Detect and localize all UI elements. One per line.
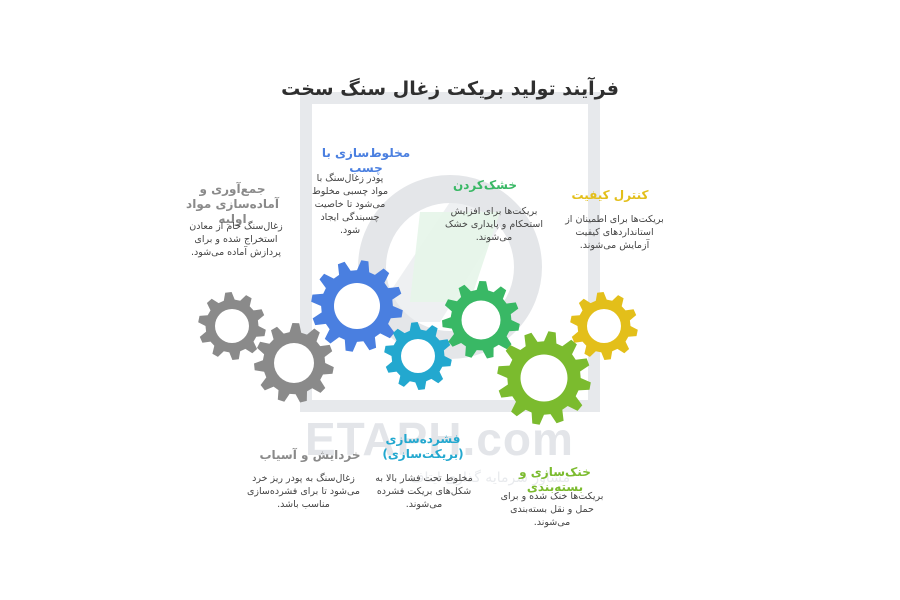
watermark-subtitle: مشاور سرمایه گذاری ایتاف	[410, 470, 571, 486]
stage-title-mixing: مخلوط‌سازی با چسب	[321, 146, 411, 175]
gear-hole-mixing	[334, 283, 380, 329]
stage-title-compression: فشرده‌سازی (بریکت‌سازی)	[382, 432, 464, 461]
gear-hole-raw-material	[215, 309, 249, 343]
gear-compression	[384, 322, 452, 390]
stage-title-quality-control: کنترل کیفیت	[571, 188, 649, 202]
stage-desc-drying: بریکت‌ها برای افزایش استحکام و پایداری خ…	[445, 206, 543, 243]
gear-drying	[442, 281, 520, 359]
stage-title-crushing: خردایش و آسیاب	[259, 448, 361, 462]
stage-desc-compression: مخلوط تحت فشار بالا به شکل‌های بریکت فشر…	[375, 473, 473, 510]
gear-hole-quality-control	[587, 309, 621, 343]
gear-mixing	[311, 260, 403, 352]
stage-title-raw-material: جمع‌آوری و آماده‌سازی مواد اولیه	[186, 182, 279, 226]
stage-desc-crushing: زغال‌سنگ به پودر ریز خرد می‌شود تا برای …	[246, 473, 360, 510]
stage-desc-mixing: پودر زغال‌سنگ با مواد چسبی مخلوط می‌شود …	[311, 173, 389, 236]
gear-hole-cooling-packing	[520, 354, 568, 402]
gear-hole-crushing	[274, 343, 314, 383]
gear-quality-control	[570, 292, 638, 360]
diagram-title: فرآیند تولید بریکت زغال سنگ سخت	[281, 78, 619, 100]
gear-raw-material	[198, 292, 266, 360]
watermark-logo	[300, 92, 600, 412]
stage-desc-quality-control: بریکت‌ها برای اطمینان از استانداردهای کی…	[565, 214, 664, 251]
stage-desc-raw-material: زغال‌سنگ خام از معادن استخراج شده و برای…	[189, 221, 283, 258]
watermark-brand: ETAPH.com	[305, 413, 574, 465]
stage-title-cooling-packing: خنک‌سازی و بسته‌بندی	[519, 465, 591, 494]
gear-cooling-packing	[497, 331, 591, 425]
gear-hole-drying	[461, 300, 501, 340]
stage-title-drying: خشک‌کردن	[453, 178, 517, 192]
stage-desc-cooling-packing: بریکت‌ها خنک شده و برای حمل و نقل بسته‌ب…	[500, 491, 604, 528]
gear-crushing	[254, 323, 334, 403]
gear-hole-compression	[401, 339, 435, 373]
